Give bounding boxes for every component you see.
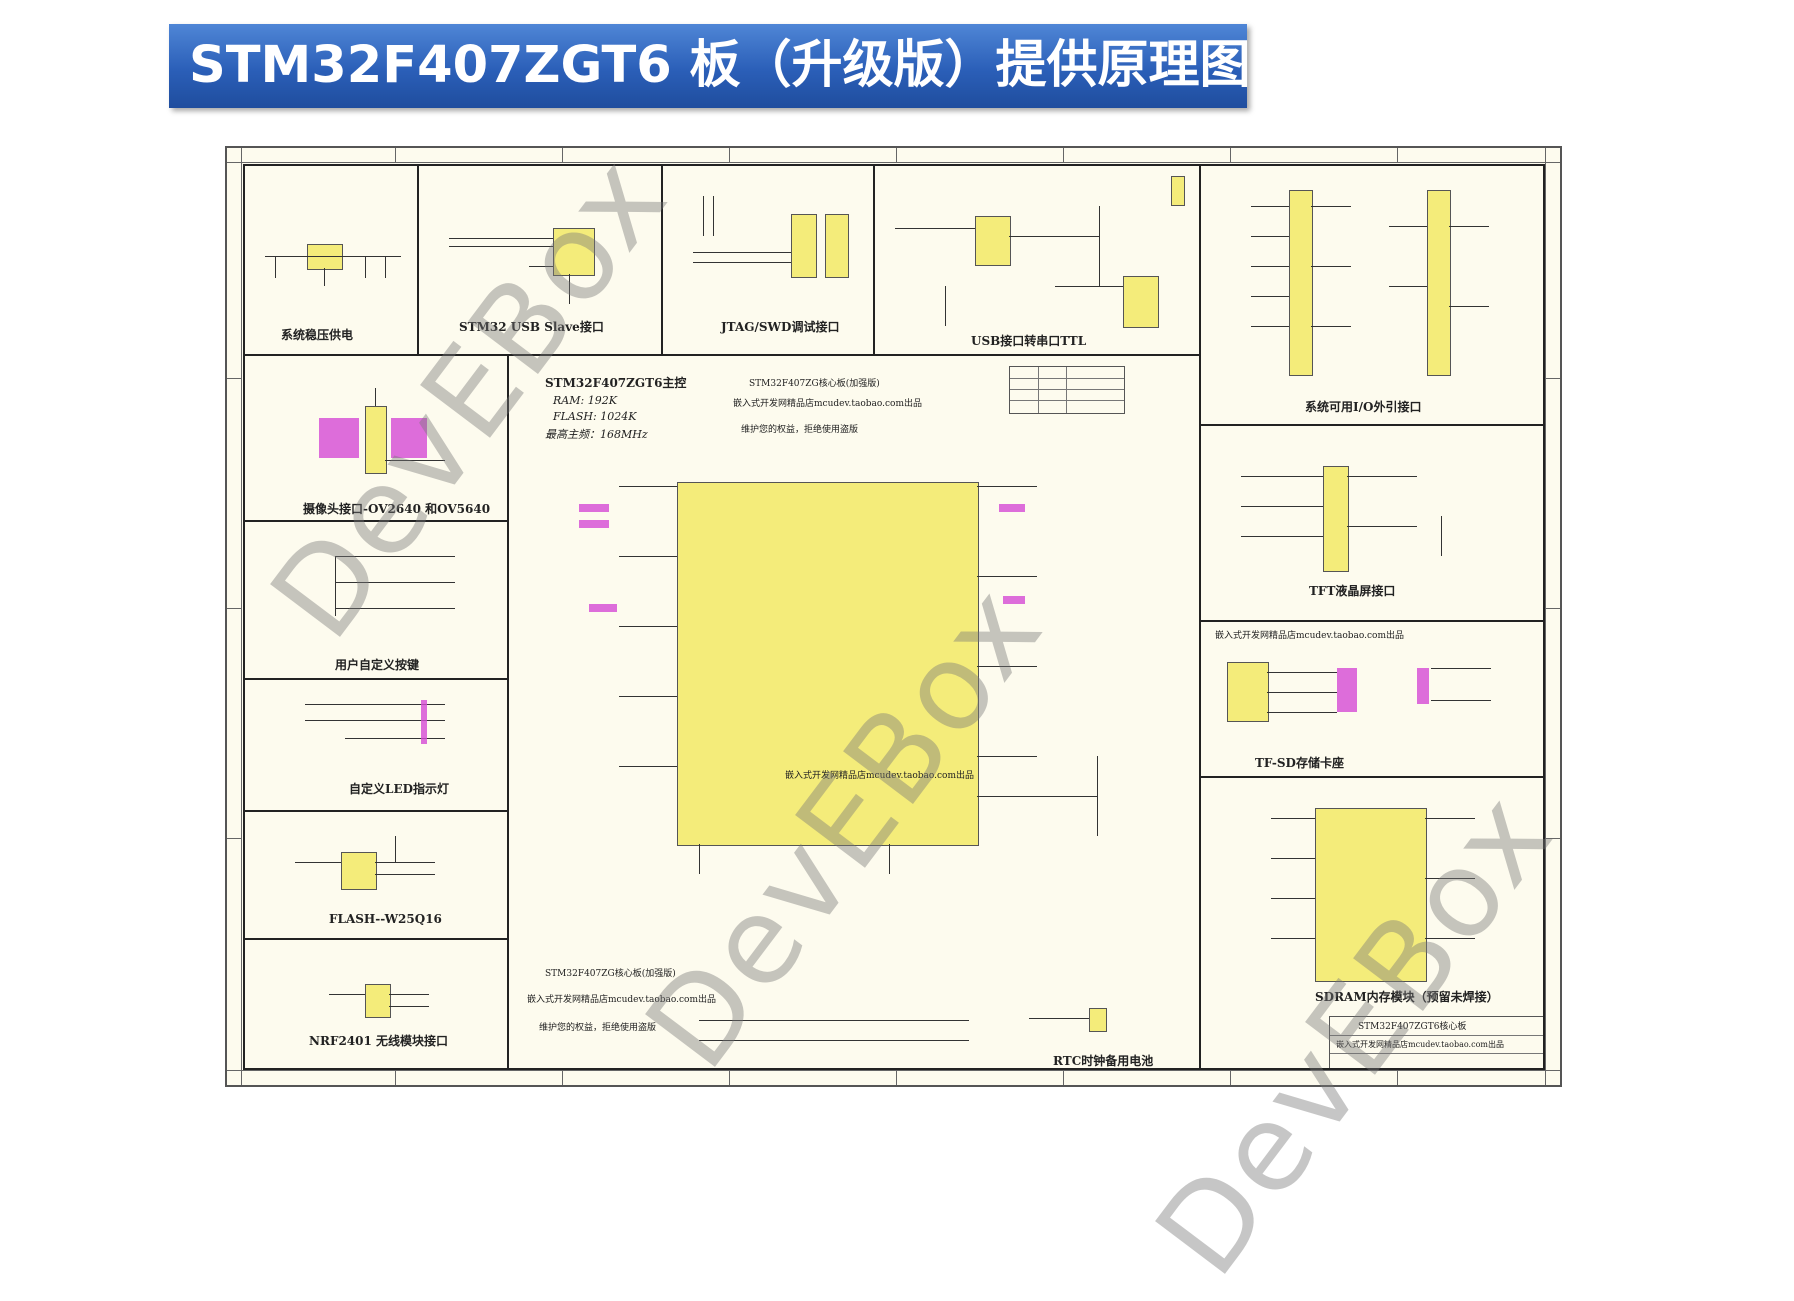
panel-usb-ttl: USB接口转串口TTL — [873, 164, 1201, 356]
label-nrf: NRF2401 无线模块接口 — [309, 1034, 449, 1048]
mcu-board: STM32F407ZG核心板(加强版) — [749, 379, 880, 389]
tf-note: 嵌入式开发网精品店mcudev.taobao.com出品 — [1215, 631, 1404, 641]
panel-io-header: 系统可用I/O外引接口 — [1199, 164, 1545, 426]
label-leds: 自定义LED指示灯 — [349, 782, 449, 796]
title-block: STM32F407ZGT6核心板 嵌入式开发网精品店mcudev.taobao.… — [1329, 1016, 1543, 1068]
mcu-freq: 最高主频：168MHz — [545, 428, 648, 441]
label-usb-ttl: USB接口转串口TTL — [971, 334, 1087, 348]
mcu-center-text: 嵌入式开发网精品店mcudev.taobao.com出品 — [785, 771, 974, 781]
label-power: 系统稳压供电 — [281, 328, 354, 342]
panel-tfsd: 嵌入式开发网精品店mcudev.taobao.com出品 TF-SD存储卡座 — [1199, 620, 1545, 778]
panel-tft: TFT液晶屏接口 — [1199, 424, 1545, 622]
label-sdram: SDRAM内存模块（预留未焊接） — [1315, 990, 1499, 1004]
mcu-board-2: STM32F407ZG核心板(加强版) — [545, 969, 676, 979]
banner-title: STM32F407ZGT6 板（升级版）提供原理图 — [189, 36, 1251, 95]
panel-mcu: STM32F407ZGT6主控 RAM: 192K FLASH: 1024K 最… — [507, 354, 1201, 1070]
label-usb-slave: STM32 USB Slave接口 — [459, 320, 604, 334]
label-tfsd: TF-SD存储卡座 — [1255, 756, 1344, 770]
panel-nrf: NRF2401 无线模块接口 — [243, 938, 509, 1070]
mcu-flash: FLASH: 1024K — [553, 410, 637, 423]
panel-keys: 用户自定义按键 — [243, 520, 509, 680]
mcu-ram: RAM: 192K — [553, 394, 617, 407]
schematic-sheet: 系统稳压供电 STM32 USB Slave接口 JTAG/SWD调试接口 US… — [225, 146, 1562, 1087]
panel-sdram: SDRAM内存模块（预留未焊接） STM32F407ZGT6核心板 嵌入式开发网… — [1199, 776, 1545, 1070]
title-block-title: STM32F407ZGT6核心板 — [1358, 1022, 1467, 1032]
label-io-header: 系统可用I/O外引接口 — [1305, 400, 1422, 414]
panel-usb-slave: STM32 USB Slave接口 — [417, 164, 663, 356]
mcu-shop-2: 嵌入式开发网精品店mcudev.taobao.com出品 — [527, 995, 716, 1005]
panel-power: 系统稳压供电 — [243, 164, 419, 356]
mcu-shop-1: 嵌入式开发网精品店mcudev.taobao.com出品 — [733, 399, 922, 409]
panel-leds: 自定义LED指示灯 — [243, 678, 509, 812]
label-rtc: RTC时钟备用电池 — [1053, 1054, 1154, 1068]
panel-camera: 摄像头接口-OV2640 和OV5640 — [243, 354, 509, 522]
mcu-rights-2: 维护您的权益，拒绝使用盗版 — [539, 1023, 657, 1033]
panel-flash: FLASH--W25Q16 — [243, 810, 509, 940]
boot-table — [1009, 366, 1125, 414]
title-banner: STM32F407ZGT6 板（升级版）提供原理图 — [169, 24, 1251, 108]
mcu-rights-1: 维护您的权益，拒绝使用盗版 — [741, 425, 859, 435]
mcu-chip — [677, 482, 979, 846]
label-jtag: JTAG/SWD调试接口 — [721, 320, 840, 334]
label-camera: 摄像头接口-OV2640 和OV5640 — [303, 502, 491, 516]
label-keys: 用户自定义按键 — [335, 658, 420, 672]
title-block-line: 嵌入式开发网精品店mcudev.taobao.com出品 — [1336, 1040, 1504, 1049]
label-tft: TFT液晶屏接口 — [1309, 584, 1396, 598]
label-flash: FLASH--W25Q16 — [329, 912, 442, 926]
panel-jtag: JTAG/SWD调试接口 — [661, 164, 875, 356]
mcu-title: STM32F407ZGT6主控 — [545, 376, 687, 390]
